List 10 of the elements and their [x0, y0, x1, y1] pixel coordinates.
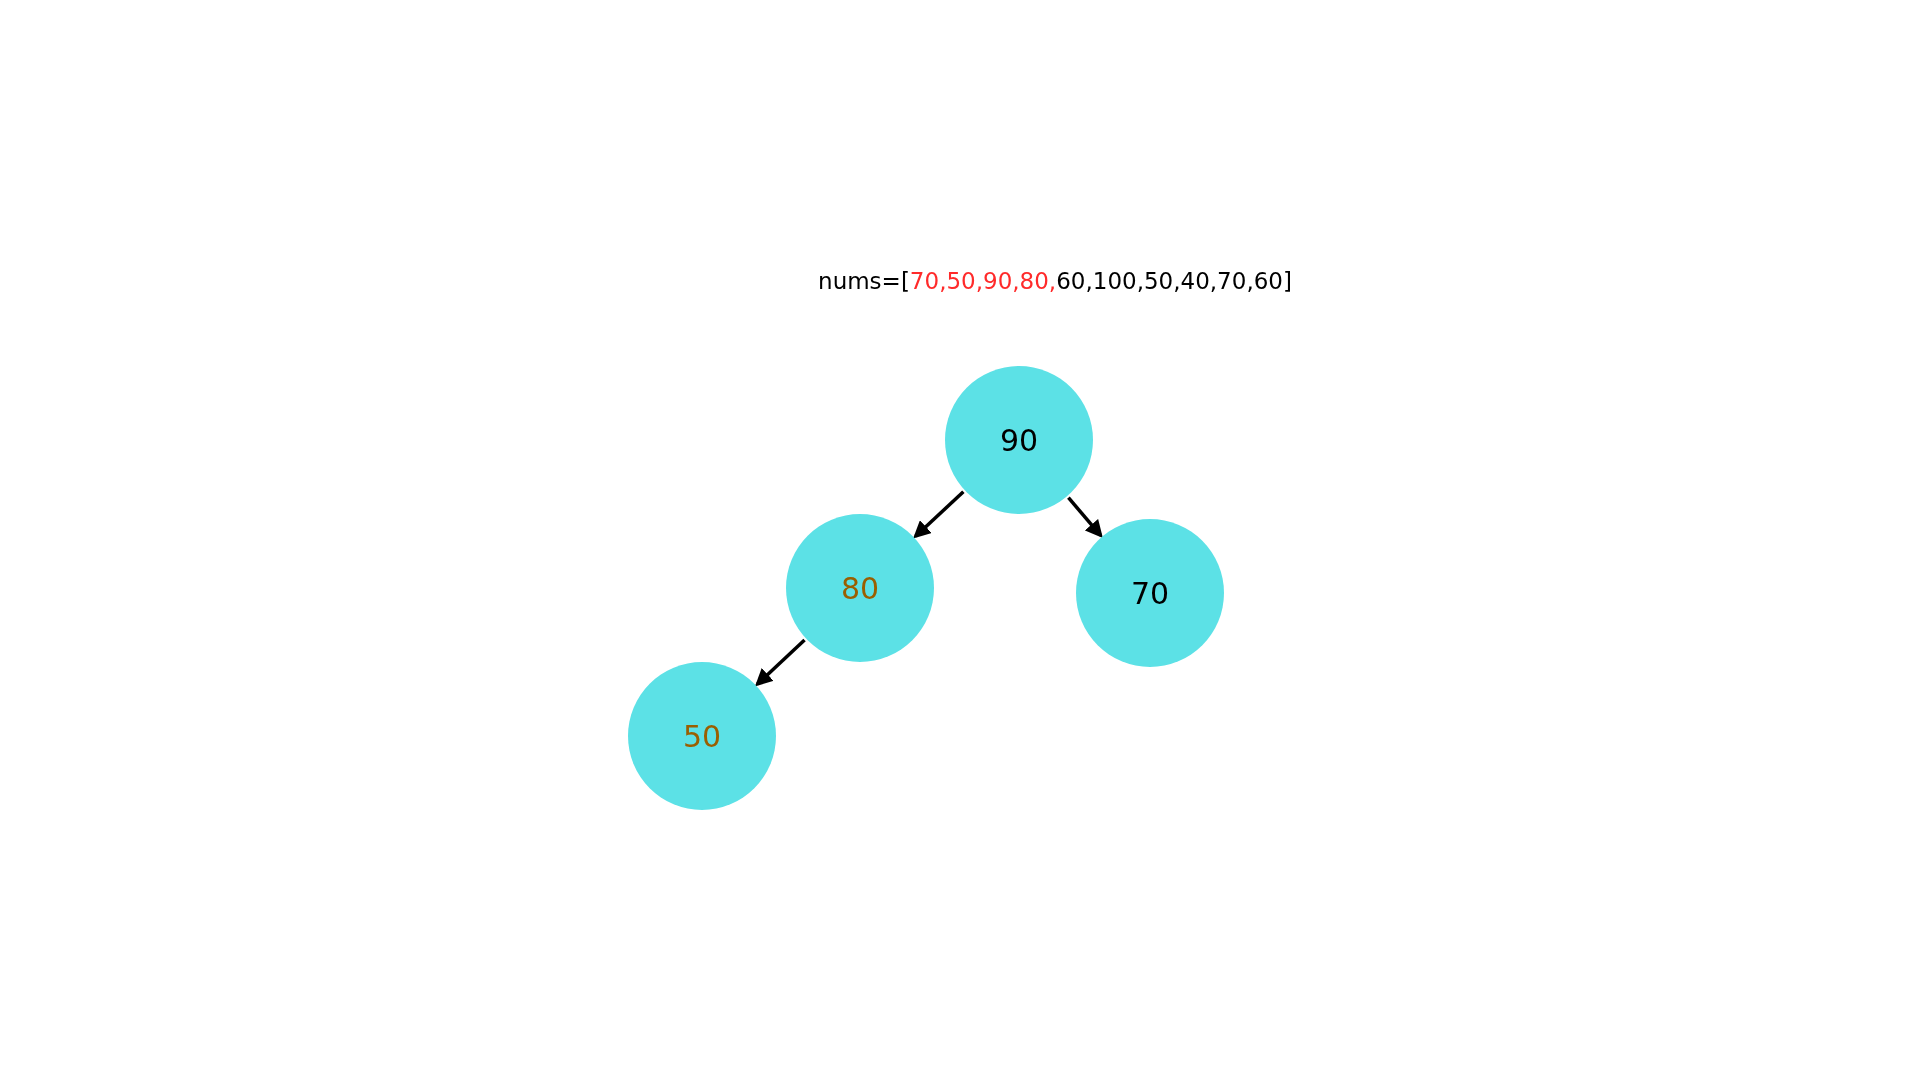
array-text: 70,50,90,80, [909, 268, 1057, 294]
node-value: 80 [840, 570, 880, 606]
node-value: 90 [999, 422, 1039, 458]
arrow [1067, 496, 1103, 538]
node-value: 70 [1130, 575, 1170, 611]
array-text: 60,100,50,40,70,60] [1056, 268, 1292, 294]
arrow [913, 490, 965, 539]
array-text: nums=[ [818, 268, 910, 294]
arrow [754, 638, 806, 687]
node-value: 50 [682, 718, 722, 754]
